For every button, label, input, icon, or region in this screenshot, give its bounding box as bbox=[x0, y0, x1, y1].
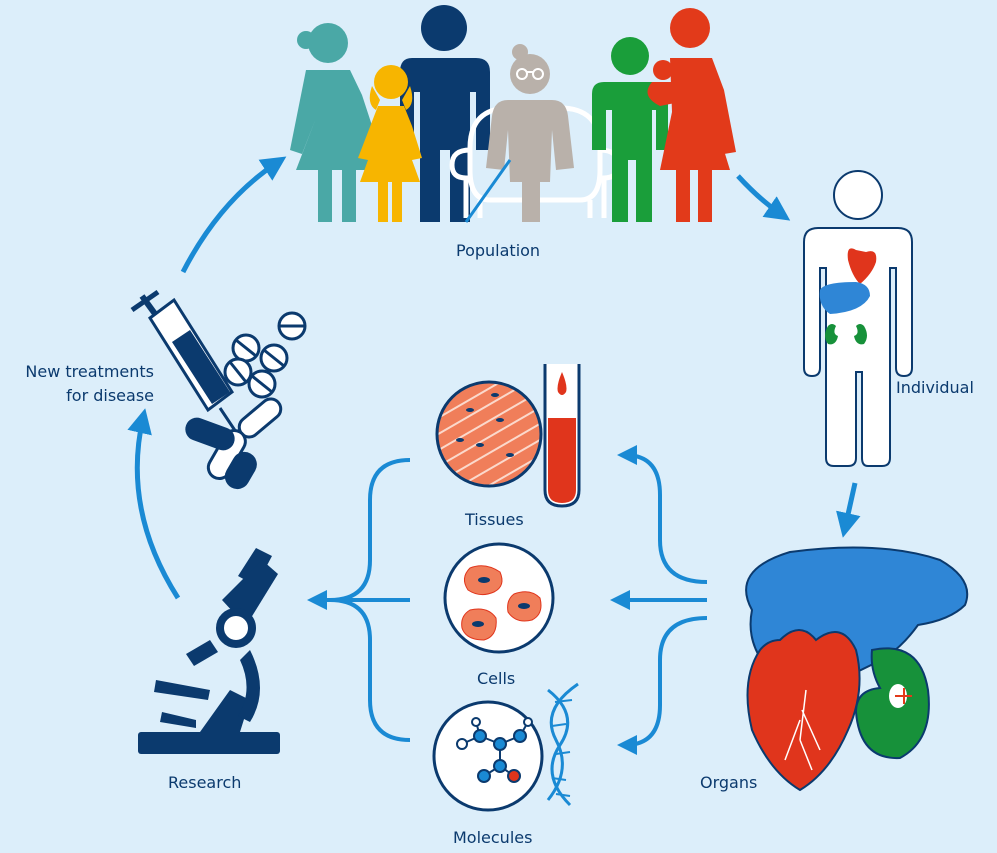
small-kidney-right-icon bbox=[854, 324, 867, 345]
small-liver-icon bbox=[819, 282, 870, 314]
tissues-icon bbox=[435, 364, 581, 508]
person-man-icon bbox=[400, 5, 490, 222]
armchair-icon bbox=[449, 105, 621, 218]
label-new-treatments-line1: New treatments bbox=[25, 362, 154, 381]
organs-icon bbox=[745, 546, 969, 792]
person-woman-icon bbox=[290, 23, 380, 222]
cells-icon bbox=[443, 542, 555, 654]
label-organs: Organs bbox=[700, 773, 758, 792]
arrow-treatments-to-population bbox=[180, 156, 287, 274]
population-group bbox=[290, 5, 736, 223]
label-individual: Individual bbox=[896, 378, 974, 397]
molecules-icon bbox=[432, 682, 579, 812]
label-new-treatments-line2: for disease bbox=[66, 386, 154, 405]
syringe-icon bbox=[130, 289, 238, 433]
blood-test-tube-icon bbox=[543, 364, 581, 508]
label-population: Population bbox=[456, 241, 541, 260]
arrow-population-to-individual bbox=[736, 174, 791, 221]
person-mother-icon bbox=[647, 8, 736, 222]
label-molecules: Molecules bbox=[453, 828, 533, 847]
right-brace bbox=[610, 445, 708, 755]
person-father-icon bbox=[592, 37, 668, 222]
label-tissues: Tissues bbox=[465, 510, 524, 529]
person-girl-icon bbox=[358, 65, 422, 222]
arrow-research-to-treatments bbox=[127, 408, 181, 600]
microscope-icon bbox=[138, 548, 280, 754]
label-cells: Cells bbox=[477, 669, 516, 688]
left-brace bbox=[307, 458, 411, 742]
arrow-individual-to-organs bbox=[836, 482, 861, 538]
small-heart-icon bbox=[847, 248, 877, 284]
small-kidney-left-icon bbox=[825, 324, 838, 345]
pills-icon bbox=[185, 311, 307, 490]
label-research: Research bbox=[168, 773, 242, 792]
label-new-treatments: New treatments for disease bbox=[25, 360, 154, 408]
walking-cane-icon bbox=[464, 159, 512, 223]
individual-body-icon bbox=[803, 170, 913, 467]
person-grandmother-icon bbox=[486, 44, 574, 222]
dna-helix-icon bbox=[546, 682, 579, 807]
